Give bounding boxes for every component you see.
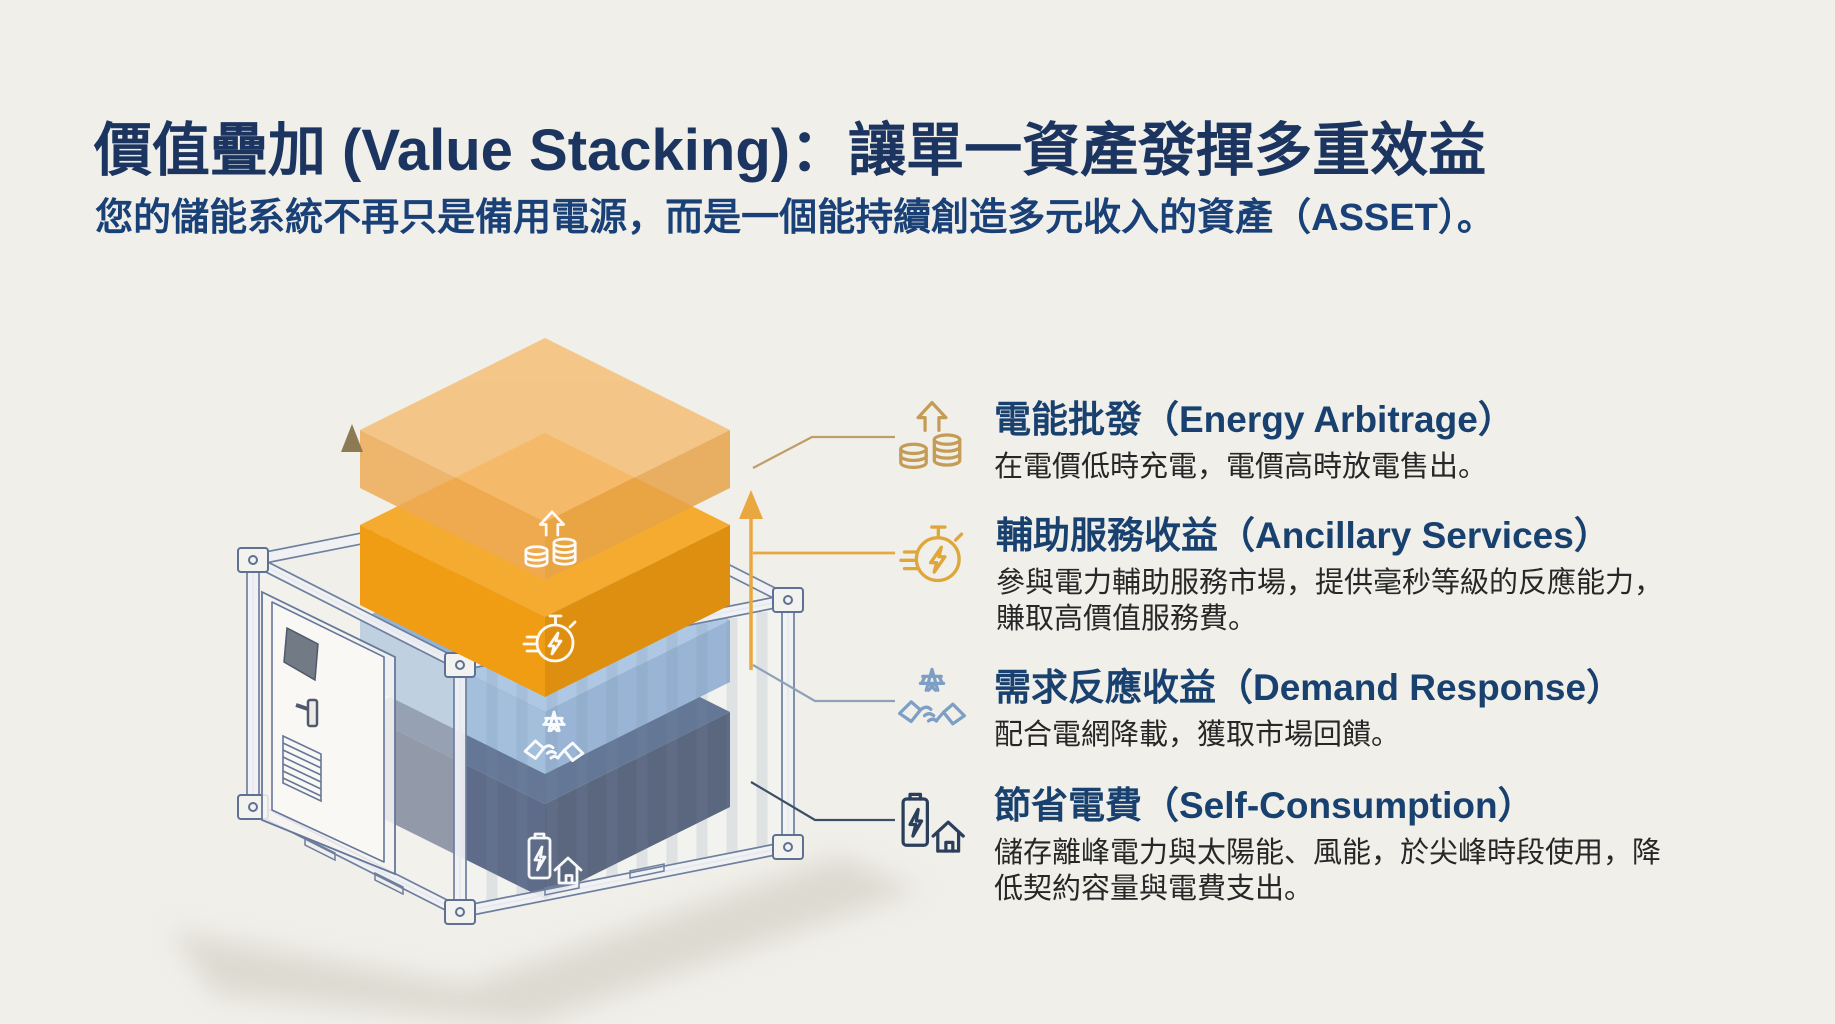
benefit-description: 參與電力輔助服務市場，提供毫秒等級的反應能力，賺取高價值服務費。 — [996, 566, 1664, 636]
benefit-description: 在電價低時充電，電價高時放電售出。 — [994, 450, 1488, 483]
page-subtitle: 您的儲能系統不再只是備用電源，而是一個能持續創造多元收入的資產（ASSET）。 — [95, 197, 1495, 239]
connector-lines — [750, 435, 895, 822]
benefit-heading: 節省電費（Self-Consumption） — [994, 785, 1535, 826]
coins-up-arrow-icon — [895, 398, 969, 472]
benefit-item-self-consumption: 節省電費（Self-Consumption） 儲存離峰電力與太陽能、風能，於尖峰… — [895, 784, 1678, 908]
corner-castings — [237, 547, 804, 925]
benefit-item-demand-response: 需求反應收益（Demand Response） 配合電網降載，獲取市場回饋。 — [895, 666, 1678, 753]
benefit-description: 儲存離峰電力與太陽能、風能，於尖峰時段使用，降低契約容量與電費支出。 — [994, 836, 1662, 906]
benefit-description: 配合電網降載，獲取市場回饋。 — [994, 718, 1401, 751]
value-up-arrow-left — [341, 424, 363, 862]
wall-corrugation — [486, 612, 768, 901]
grid-handshake-icon — [895, 666, 969, 740]
benefit-heading: 電能批發（Energy Arbitrage） — [994, 399, 1515, 440]
stopwatch-bolt-icon — [895, 514, 971, 590]
benefit-item-ancillary-services: 輔助服務收益（Ancillary Services） 參與電力輔助服務市場，提供… — [895, 514, 1680, 638]
page-title: 價值疊加 (Value Stacking)：讓單一資產發揮多重效益 — [93, 117, 1487, 183]
connector-self-consumption — [750, 781, 895, 822]
connector-demand-response — [752, 664, 895, 703]
door-handle — [295, 698, 319, 728]
battery-house-icon — [895, 784, 969, 858]
container-wireframe — [237, 547, 804, 925]
energy-arbitrage-layer — [360, 338, 730, 580]
ground-shadow — [170, 855, 920, 1024]
benefit-item-energy-arbitrage: 電能批發（Energy Arbitrage） 在電價低時充電，電價高時放電售出。 — [895, 398, 1678, 485]
door-vent-grille — [282, 734, 322, 803]
door-window — [283, 626, 319, 682]
connector-energy-arbitrage — [752, 435, 895, 469]
benefit-heading: 需求反應收益（Demand Response） — [994, 667, 1624, 708]
benefit-heading: 輔助服務收益（Ancillary Services） — [996, 515, 1611, 556]
value-up-arrow-right — [739, 490, 763, 670]
